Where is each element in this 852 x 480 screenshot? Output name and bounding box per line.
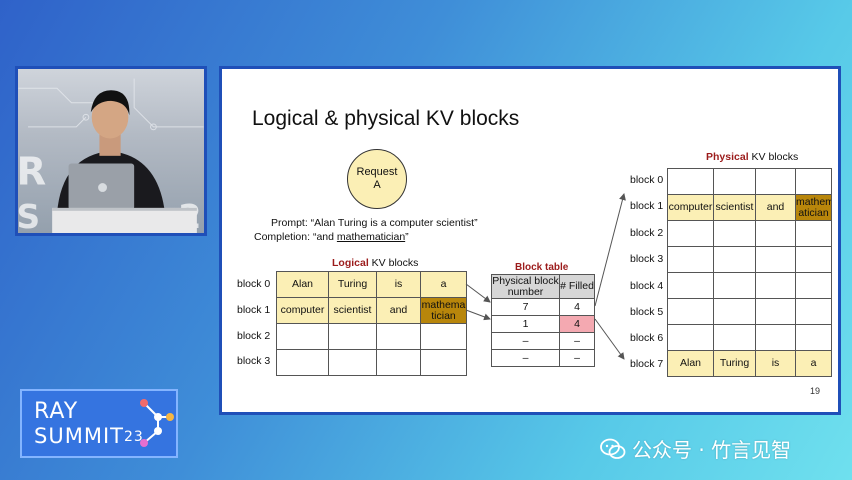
wechat-watermark: 公众号 · 竹言见智 [600, 434, 791, 463]
block-table: Physical block number # Filled 7 4 1 4 –… [491, 274, 595, 367]
kv-cell [667, 168, 714, 195]
physical-row-label: block 7 [630, 358, 664, 370]
arrow-logical-block1 [465, 309, 491, 321]
block-table-cell: – [559, 349, 595, 367]
kv-cell: Turing [713, 350, 756, 377]
block-table-cell: – [491, 349, 560, 367]
kv-cell: is [755, 350, 796, 377]
kv-cell [713, 246, 756, 273]
presentation-slide: Logical & physical KV blocks Request A P… [219, 66, 841, 415]
prompt-text: Prompt: “Alan Turing is a computer scien… [271, 217, 478, 229]
kv-cell [795, 324, 832, 351]
request-id: A [373, 179, 381, 191]
logical-row-label: block 2 [237, 330, 271, 342]
arrow-logical-block0 [465, 283, 491, 303]
kv-cell-new-token: mathema tician [420, 297, 467, 324]
slide-title: Logical & physical KV blocks [252, 107, 520, 130]
table-row [667, 298, 832, 325]
kv-cell [713, 324, 756, 351]
watermark-text: 公众号 · 竹言见智 [632, 438, 792, 462]
svg-text:R: R [18, 150, 46, 195]
arrow-to-physical-block1 [594, 193, 626, 307]
table-row: Alan Turing is a [667, 350, 832, 377]
background-circuit-pattern: R S 2 ● [18, 78, 204, 233]
ray-summit-logo: RAY SUMMIT23 [20, 389, 178, 458]
kv-cell [328, 323, 377, 350]
table-row [276, 323, 467, 350]
physical-heading: Physical KV blocks [706, 151, 798, 163]
physical-row-label: block 3 [630, 253, 664, 265]
table-row [276, 349, 467, 376]
ray-network-icon [140, 399, 174, 447]
kv-cell [420, 349, 467, 376]
kv-cell: computer [276, 297, 329, 324]
kv-cell [276, 349, 329, 376]
kv-cell [795, 298, 832, 325]
speaker-video: R S 2 ● [15, 66, 207, 236]
request-label: Request [356, 166, 398, 178]
table-row: 7 4 [491, 298, 595, 316]
block-table-header: Physical block number [491, 274, 560, 299]
block-table-title: Block table [515, 262, 569, 273]
kv-cell [795, 246, 832, 273]
arrow-to-physical-block7 [594, 318, 625, 360]
kv-cell [328, 349, 377, 376]
kv-cell [667, 246, 714, 273]
logical-kv-table: Alan Turing is a computer scientist and … [276, 271, 467, 376]
logical-heading-bold: Logical [332, 257, 369, 269]
kv-cell: and [376, 297, 421, 324]
kv-cell-new-token: mathem atician [795, 194, 832, 221]
kv-cell [667, 272, 714, 299]
physical-row-label: block 2 [630, 227, 664, 239]
table-row [667, 272, 832, 299]
logical-row-label: block 0 [237, 278, 271, 290]
logo-year: 23 [123, 429, 144, 445]
kv-cell: is [376, 271, 421, 298]
physical-row-label: block 5 [630, 306, 664, 318]
kv-cell: a [795, 350, 832, 377]
kv-cell [420, 323, 467, 350]
kv-cell [755, 168, 796, 195]
completion-word: mathematician [336, 231, 406, 243]
logical-heading: Logical KV blocks [332, 257, 418, 269]
logical-row-label: block 1 [237, 304, 271, 316]
laptop [68, 163, 135, 210]
logo-line-2: SUMMIT23 [34, 424, 144, 448]
kv-cell [795, 220, 832, 247]
table-row [667, 246, 832, 273]
physical-row-label: block 1 [630, 200, 664, 212]
wechat-icon [600, 438, 626, 459]
kv-cell: and [755, 194, 796, 221]
table-row [667, 324, 832, 351]
svg-text:●: ● [97, 180, 107, 194]
svg-text:S: S [18, 198, 40, 233]
physical-kv-table: computer scientist and mathem atician [667, 168, 832, 377]
slide-page-number: 19 [809, 386, 820, 396]
logo-summit: SUMMIT [34, 424, 124, 448]
physical-row-label: block 0 [630, 174, 664, 186]
logical-row-label: block 3 [237, 355, 271, 367]
request-circle: Request A [347, 149, 407, 209]
physical-row-label: block 6 [630, 332, 664, 344]
logo-line-1: RAY [34, 399, 79, 424]
physical-row-label: block 4 [630, 280, 664, 292]
kv-cell: Alan [667, 350, 714, 377]
completion-suffix: ” [405, 231, 409, 243]
kv-cell [795, 272, 832, 299]
kv-cell: Turing [328, 271, 377, 298]
kv-cell [667, 220, 714, 247]
table-row: 1 4 [491, 315, 595, 333]
completion-text: Completion: “and mathematician” [254, 231, 409, 243]
table-row: – – [491, 349, 595, 367]
kv-cell: scientist [713, 194, 756, 221]
table-row: computer scientist and mathema tician [276, 297, 467, 324]
logical-heading-rest: KV blocks [368, 257, 419, 269]
physical-heading-rest: KV blocks [748, 151, 799, 163]
kv-cell: a [420, 271, 467, 298]
completion-prefix: Completion: “and [254, 231, 337, 243]
mapping-arrows [465, 193, 626, 360]
physical-heading-bold: Physical [706, 151, 749, 163]
